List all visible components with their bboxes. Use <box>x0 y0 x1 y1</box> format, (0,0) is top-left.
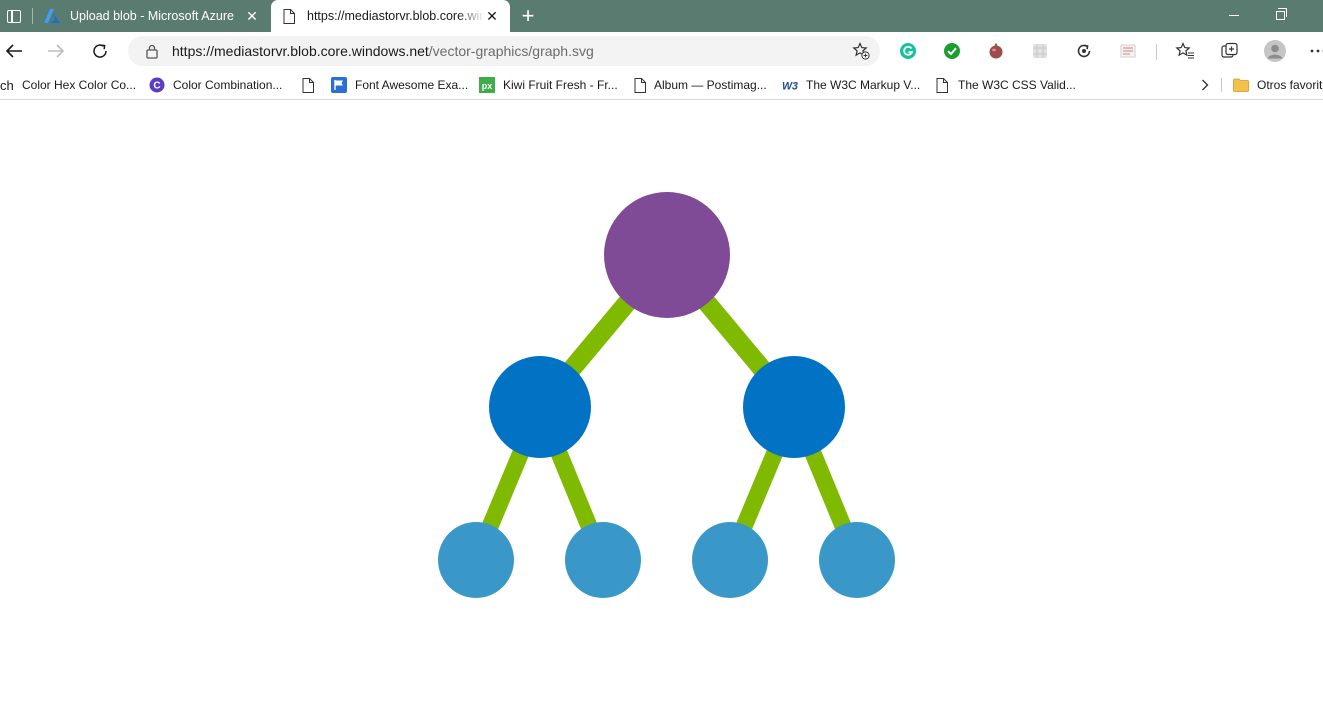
bookmark-font-awesome-label[interactable]: Font Awesome Exa... <box>355 75 468 95</box>
bookmark-postimages[interactable]: px <box>479 75 503 95</box>
notes-extension-icon[interactable] <box>1117 40 1139 62</box>
toolbar-divider <box>1156 44 1157 60</box>
chevron-right-icon <box>1202 79 1209 91</box>
new-tab-button[interactable]: + <box>521 3 535 28</box>
flag-icon <box>331 77 347 93</box>
back-button[interactable] <box>0 37 28 65</box>
checkmark-extension-icon[interactable] <box>941 40 963 62</box>
more-menu-icon[interactable] <box>1307 40 1323 62</box>
node-root <box>604 192 730 318</box>
page-icon <box>632 77 648 93</box>
node-right <box>743 356 845 458</box>
bookmarks-bar: ch Color Hex Color Co... C Color Combina… <box>0 70 1323 100</box>
url-path: /vector-graphics/graph.svg <box>428 43 594 59</box>
node-leaf-3 <box>692 522 768 598</box>
url-host: https://mediastorvr.blob.core.windows.ne… <box>172 43 429 59</box>
sync-extension-icon[interactable] <box>1073 40 1095 62</box>
c-circle-icon: C <box>149 77 165 93</box>
restore-button[interactable] <box>1257 0 1303 30</box>
tab-strip: Upload blob - Microsoft Azure ✕ https://… <box>0 0 1323 32</box>
favorites-icon[interactable] <box>1174 40 1196 62</box>
bookmarks-overflow-button[interactable] <box>1196 76 1214 94</box>
node-leaf-2 <box>565 522 641 598</box>
add-favorite-icon[interactable] <box>852 42 870 60</box>
grid-extension-icon[interactable] <box>1029 40 1051 62</box>
bookmark-w3c-css-label[interactable]: The W3C CSS Valid... <box>958 75 1076 95</box>
bookmark-truncated[interactable]: ch <box>0 75 14 95</box>
minimize-icon <box>1229 14 1239 16</box>
bookmark-label: Album — Postimag... <box>654 78 767 92</box>
tab-title: https://mediastorvr.blob.core.windows.ne… <box>307 9 484 23</box>
back-arrow-icon <box>5 44 22 58</box>
browser-toolbar: https://mediastorvr.blob.core.windows.ne… <box>0 32 1323 70</box>
collections-icon[interactable] <box>1219 40 1241 62</box>
forward-arrow-icon <box>48 44 65 58</box>
svg-text:C: C <box>153 81 160 92</box>
page-icon <box>300 77 316 93</box>
bookmark-w3c-markup[interactable] <box>632 75 656 95</box>
node-leaf-1 <box>438 522 514 598</box>
bookmark-color-hex[interactable]: Color Hex Color Co... <box>22 75 136 95</box>
node-leaf-4 <box>819 522 895 598</box>
minimize-button[interactable] <box>1211 0 1257 30</box>
bookmark-font-awesome[interactable]: Font Awesome Exa... <box>300 75 330 95</box>
bookmark-color-combination[interactable]: C Color Combination... <box>149 75 282 95</box>
folder-icon <box>1233 77 1249 93</box>
bookmark-page[interactable] <box>934 75 958 95</box>
bookmark-label: The W3C CSS Valid... <box>958 78 1076 92</box>
bookmark-label: Color Hex Color Co... <box>22 78 137 92</box>
close-icon[interactable]: ✕ <box>246 8 258 24</box>
tab-actions-icon <box>7 9 21 23</box>
bookmark-kiwi-label[interactable]: Kiwi Fruit Fresh - Fr... <box>503 75 618 95</box>
graph-svg <box>438 192 895 598</box>
bookmark-album-label[interactable]: Album — Postimag... <box>654 75 767 95</box>
url-text[interactable]: https://mediastorvr.blob.core.windows.ne… <box>172 43 594 59</box>
bookmark-w3c-css[interactable]: W3 <box>782 75 806 95</box>
page-content <box>0 101 1323 715</box>
page-icon <box>281 8 297 24</box>
px-icon: px <box>479 77 495 93</box>
azure-logo-icon <box>44 8 60 24</box>
lock-icon[interactable] <box>144 43 160 59</box>
bookmark-other-favorites[interactable]: Otros favorit <box>1233 75 1322 95</box>
tab-actions-menu-button[interactable] <box>0 4 28 28</box>
tab-title: Upload blob - Microsoft Azure <box>70 9 234 23</box>
tab-graph-svg[interactable]: https://mediastorvr.blob.core.windows.ne… <box>271 0 510 32</box>
bookmark-label: ch <box>0 77 14 93</box>
forward-button[interactable] <box>42 37 70 65</box>
refresh-icon <box>93 44 107 58</box>
w3-icon: W3 <box>782 77 798 93</box>
grammarly-icon[interactable] <box>897 40 919 62</box>
refresh-button[interactable] <box>86 37 114 65</box>
graph-nodes <box>438 192 895 598</box>
bookmark-label: Kiwi Fruit Fresh - Fr... <box>503 78 618 92</box>
profile-avatar-icon[interactable] <box>1264 40 1286 62</box>
tab-divider <box>32 8 33 24</box>
page-icon <box>934 77 950 93</box>
tomato-extension-icon[interactable] <box>985 40 1007 62</box>
bookmark-label: Font Awesome Exa... <box>355 78 469 92</box>
bookmark-w3c-markup-label[interactable]: The W3C Markup V... <box>806 75 920 95</box>
svg-text:W3: W3 <box>782 80 798 92</box>
restore-icon <box>1275 7 1287 20</box>
tab-upload-blob[interactable]: Upload blob - Microsoft Azure ✕ <box>34 0 270 32</box>
address-bar[interactable]: https://mediastorvr.blob.core.windows.ne… <box>128 36 880 66</box>
svg-text:px: px <box>482 81 493 91</box>
bookmark-kiwi-fruit[interactable] <box>331 75 355 95</box>
bookmarks-divider <box>1221 78 1222 92</box>
close-icon[interactable]: ✕ <box>486 8 498 24</box>
bookmark-label: The W3C Markup V... <box>806 78 921 92</box>
bookmark-label: Color Combination... <box>173 78 283 92</box>
node-left <box>489 356 591 458</box>
bookmark-label: Otros favorit <box>1257 78 1323 92</box>
